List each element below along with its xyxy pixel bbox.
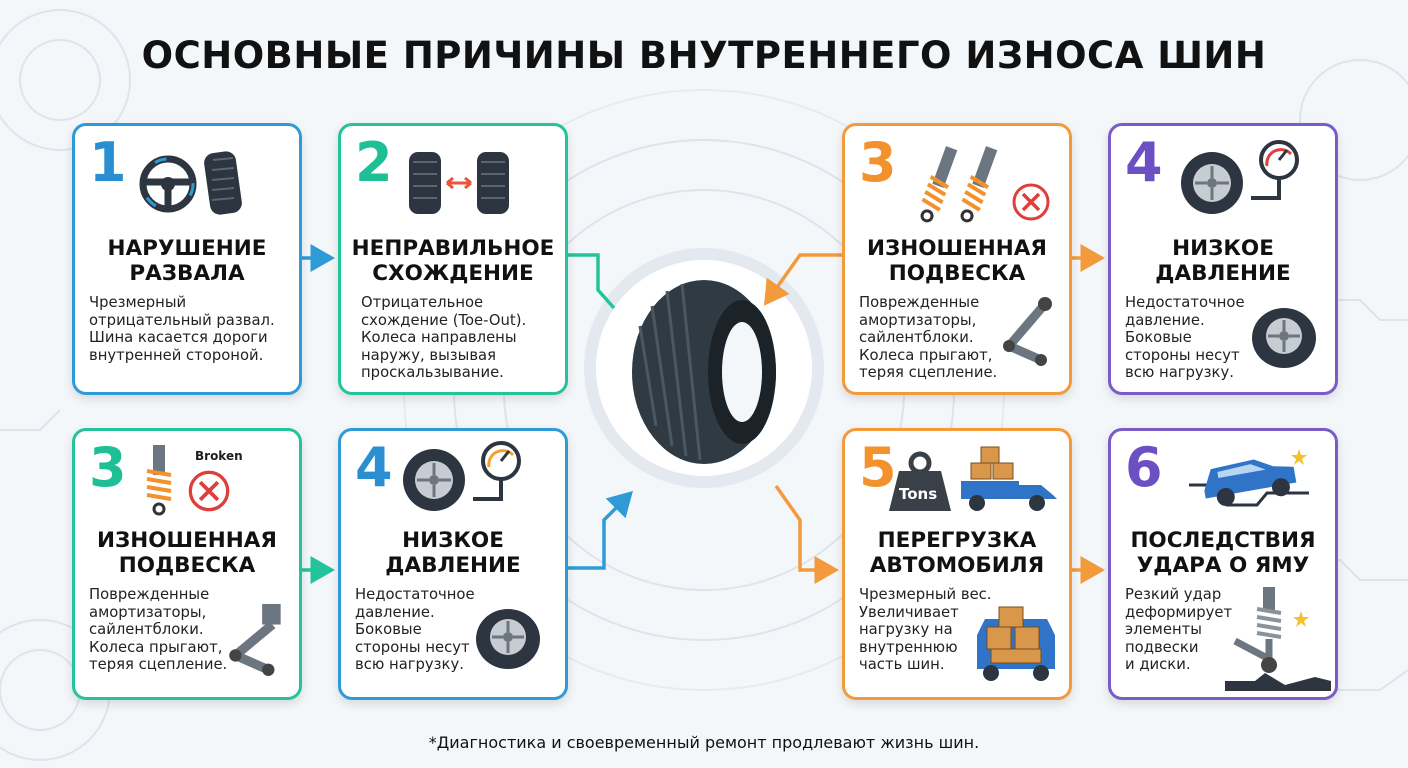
pressure-gauge-icon (1251, 140, 1299, 200)
card-heading-line2: ПОДВЕСКА (118, 553, 256, 578)
card-heading-line2: ДАВЛЕНИЕ (1155, 261, 1291, 286)
card-heading-line1: ИЗНОШЕННАЯ (867, 236, 1047, 261)
center-tire-icon (584, 248, 824, 488)
card-heading-line2: СХОЖДЕНИЕ (372, 261, 534, 286)
card-number: 4 (355, 436, 393, 499)
card-heading-line1: НИЗКОЕ (402, 528, 504, 553)
card-number: 3 (89, 436, 127, 499)
card-overload: 5 Tons ПЕРЕГРУЗКА АВТОМОБИЛЯ Чрезмерный … (842, 428, 1072, 700)
loaded-truck-icon (961, 446, 1057, 511)
card-heading-line1: ИЗНОШЕННАЯ (97, 528, 277, 553)
control-arm-icon (1003, 297, 1052, 366)
card-number: 1 (89, 131, 127, 194)
weight-label: Tons (899, 485, 938, 503)
card-heading-line2: УДАРА О ЯМУ (1136, 553, 1310, 578)
card-number: 4 (1125, 131, 1163, 194)
control-arm-icon (229, 603, 281, 676)
card-heading-line1: НИЗКОЕ (1172, 236, 1274, 261)
broken-x-icon (188, 470, 230, 512)
card-heading-line1: НАРУШЕНИЕ (107, 236, 267, 261)
weight-icon (889, 451, 951, 511)
shock-absorber-icon (146, 445, 172, 516)
car-pothole-icon (1189, 449, 1309, 507)
flat-tire-icon (1252, 308, 1316, 368)
card-worn-suspension-bottom: 3 Broken ИЗНОШЕННАЯ ПОДВЕСКА Поврежденны… (72, 428, 302, 700)
card-heading-line1: НЕПРАВИЛЬНОЕ (351, 236, 555, 261)
tires-toe-out-icon (409, 152, 509, 214)
shock-absorber-icon (920, 146, 998, 223)
card-heading-line2: ПОДВЕСКА (888, 261, 1026, 286)
card-heading-line1: ПЕРЕГРУЗКА (877, 528, 1037, 553)
card-heading-line2: АВТОМОБИЛЯ (869, 553, 1045, 578)
broken-label: Broken (195, 449, 243, 463)
footer-note: *Диагностика и своевременный ремонт прод… (428, 733, 980, 752)
card-number: 6 (1125, 436, 1163, 499)
car-with-boxes-icon (977, 606, 1055, 681)
page-title: ОСНОВНЫЕ ПРИЧИНЫ ВНУТРЕННЕГО ИЗНОСА ШИН (141, 34, 1267, 77)
pressure-gauge-icon (473, 441, 521, 501)
flat-tire-icon (476, 609, 540, 669)
tire-icon (204, 151, 242, 215)
steering-wheel-icon (139, 155, 197, 213)
card-heading-line1: ПОСЛЕДСТВИЯ (1130, 528, 1316, 553)
card-heading-line2: РАЗВАЛА (129, 261, 245, 286)
card-number: 5 (859, 436, 897, 499)
card-number: 2 (355, 131, 393, 194)
card-number: 3 (859, 131, 897, 194)
suspension-impact-icon (1225, 587, 1331, 691)
card-heading-line2: ДАВЛЕНИЕ (385, 553, 521, 578)
wheel-icon (1181, 152, 1243, 214)
wheel-icon (403, 449, 465, 511)
broken-x-icon (1012, 183, 1050, 221)
